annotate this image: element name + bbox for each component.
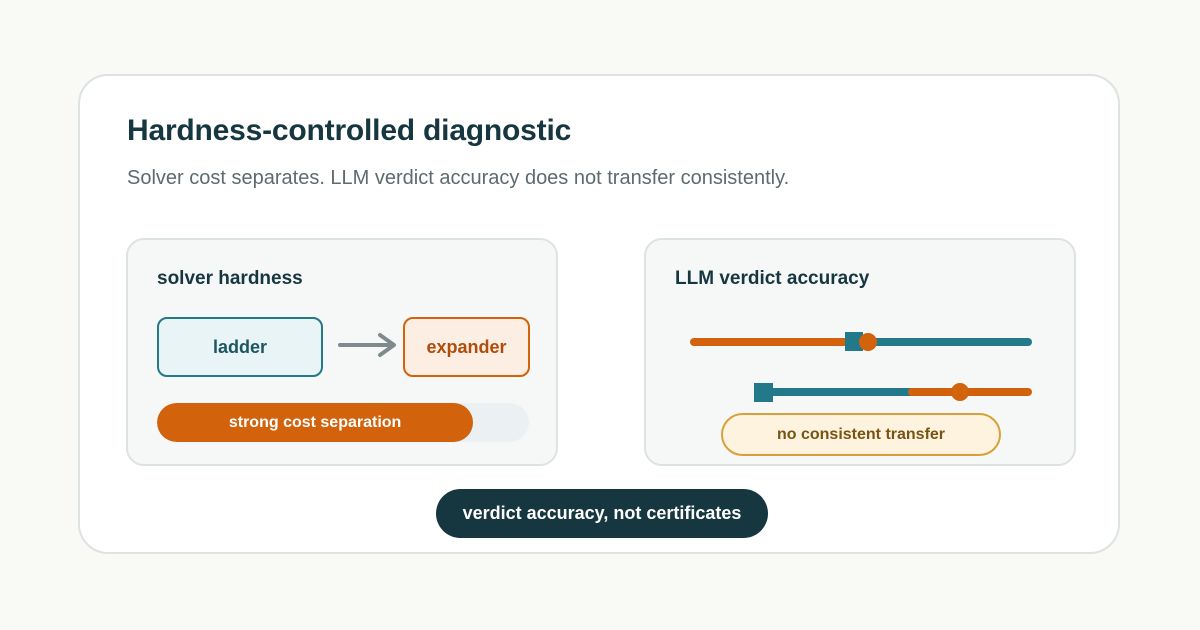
- cost-separation-bar: strong cost separation: [157, 403, 529, 442]
- expander-node: expander: [403, 317, 530, 377]
- square-marker-icon: [845, 332, 863, 351]
- page-title: Hardness-controlled diagnostic: [127, 114, 572, 147]
- square-marker-icon: [754, 383, 773, 402]
- conclusion-badge: verdict accuracy, not certificates: [436, 489, 768, 538]
- verdict-panel-heading: LLM verdict accuracy: [675, 268, 870, 289]
- solver-panel-heading: solver hardness: [157, 268, 303, 289]
- no-transfer-badge: no consistent transfer: [721, 413, 1001, 456]
- verdict-track-top: [690, 332, 1032, 351]
- circle-marker-icon: [951, 383, 969, 401]
- right-arrow-icon: [338, 333, 396, 357]
- diagnostic-card: Hardness-controlled diagnostic Solver co…: [78, 74, 1120, 554]
- ladder-node: ladder: [157, 317, 323, 377]
- verdict-accuracy-sliders: [690, 332, 1032, 402]
- cost-separation-bar-fill: strong cost separation: [157, 403, 474, 442]
- verdict-track-bottom: [754, 383, 1032, 402]
- circle-marker-icon: [859, 333, 877, 351]
- solver-hardness-panel: solver hardness ladder expander strong c…: [126, 238, 558, 466]
- llm-verdict-panel: LLM verdict accuracy no consistent trans…: [644, 238, 1076, 466]
- page-subtitle: Solver cost separates. LLM verdict accur…: [127, 167, 790, 189]
